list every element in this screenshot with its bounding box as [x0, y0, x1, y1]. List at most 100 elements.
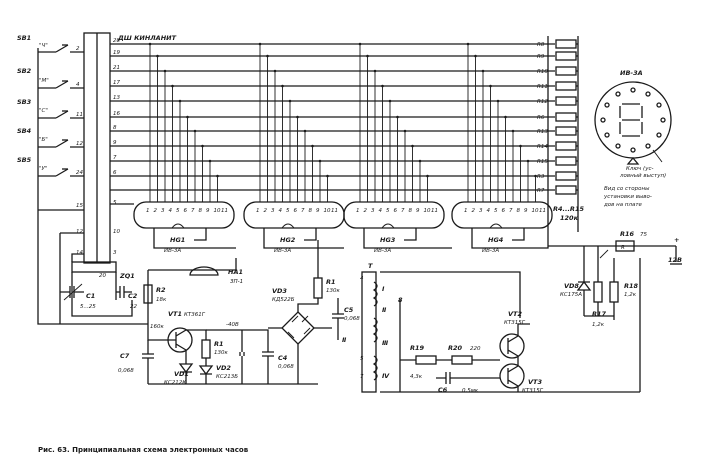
junction-dot	[296, 115, 299, 119]
junction-dot	[216, 174, 219, 178]
tube-envelope	[343, 201, 445, 229]
switch-sb4-ref: SB4	[17, 127, 32, 135]
tube-pin-label: 1	[464, 208, 468, 214]
tube-lead	[471, 228, 525, 241]
ladder-resistor	[555, 141, 577, 151]
junction-dot	[358, 42, 362, 46]
junction-dot	[366, 54, 369, 58]
vd1-ref: VD1	[174, 370, 189, 378]
inset-pin	[615, 143, 621, 149]
v12-label: 12В	[668, 256, 682, 264]
ladder-resistor-ref: R8	[537, 42, 545, 48]
tube-pin-label: 3	[371, 208, 375, 214]
node-5: 5	[360, 356, 364, 362]
tube-inset-note-2: Вид со стороны	[604, 186, 650, 192]
chip-pin-right-8: 7	[113, 155, 117, 161]
junction-dot	[373, 69, 377, 73]
tube-pin-label: 2	[154, 208, 158, 214]
tube-pin-label: 2	[264, 208, 268, 214]
junction-dot	[201, 144, 204, 148]
c6-ref: C6	[438, 386, 448, 394]
r18-ref: R18	[624, 282, 639, 290]
junction-dot	[258, 42, 262, 46]
ladder-resistor	[555, 185, 577, 195]
c2-ref: C2	[128, 292, 138, 300]
vd3-type: КД522Б	[272, 297, 295, 303]
junction-dot	[311, 144, 314, 148]
tube-pin-label: 7	[401, 208, 405, 214]
junction-dot	[388, 99, 392, 103]
junction-dot	[303, 129, 307, 133]
tube-type: ИВ-3А	[482, 248, 499, 254]
switch-sb2: SB2 "М" 4	[17, 67, 84, 89]
tube-pin-label: 8	[409, 208, 413, 214]
junction-dot	[208, 159, 212, 163]
transformer: Ⅰ Ⅱ Ⅲ Ⅳ T 4 5 7	[360, 262, 640, 393]
inset-pin	[645, 91, 651, 97]
tube-ref: HG4	[488, 236, 504, 244]
trans-tap-II: Ⅱ	[382, 306, 387, 314]
junction-dot	[156, 54, 159, 58]
tube-pin-label: 4	[169, 208, 173, 214]
tube-grid	[489, 223, 503, 229]
switch-sb2-ref: SB2	[17, 67, 32, 75]
switch-sb2-key: "М"	[39, 78, 49, 84]
inset-pin	[615, 91, 621, 97]
junction-dot	[186, 115, 189, 119]
junction-dot	[511, 129, 515, 133]
r20-value: 220	[470, 346, 481, 352]
chip-pin-right-0: 28	[113, 38, 120, 44]
inset-pin	[600, 117, 606, 123]
tube-pin-label: 7	[191, 208, 195, 214]
r2-value: 18к	[156, 297, 167, 303]
tube-pin-label: 3	[161, 208, 165, 214]
tube-inset: ИВ-3А Ключ (ус- ловный выступ) Вид со ст…	[594, 69, 672, 208]
junction-dot	[481, 69, 485, 73]
ladder-resistor	[555, 156, 577, 166]
tube-ref: HG1	[170, 236, 185, 244]
junction-dot	[519, 144, 522, 148]
node-4: 4	[360, 276, 364, 282]
ladder-resistor	[555, 66, 577, 76]
switch-sb1-key: "Ч"	[39, 43, 48, 49]
inset-pin	[656, 102, 662, 108]
oscillator: ZQ1 C1 5...25 C2 22	[60, 261, 138, 317]
junction-dot	[496, 99, 500, 103]
c1-value: 5...25	[80, 304, 96, 310]
switch-sb5-ref: SB5	[17, 156, 32, 164]
c4-value: 0,068	[278, 364, 294, 370]
junction-dot	[281, 84, 284, 88]
tube-ref: HG2	[280, 236, 296, 244]
vd8-type: КС175А	[560, 292, 582, 298]
minus-40: -40В	[226, 322, 239, 328]
junction-dot	[266, 54, 269, 58]
tube-lead	[263, 228, 317, 241]
r1-value: 130к	[214, 350, 228, 356]
tube-grid	[171, 223, 185, 229]
chip-pin-right-9: 6	[113, 170, 117, 176]
r16-value: 75	[640, 232, 647, 238]
tube-pin-label: 10	[214, 208, 221, 214]
chip-pin-right-5: 16	[113, 111, 120, 117]
tube-pin-label: 5	[176, 208, 180, 214]
c7-ref: C7	[120, 352, 130, 360]
tube-pin-label: 7	[301, 208, 305, 214]
c5-ref: C5	[344, 306, 354, 314]
switch-sb5-pin: 24	[76, 170, 83, 176]
ladder-resistor	[555, 51, 577, 61]
r17-ref: R17	[592, 310, 607, 318]
junction-dot	[534, 174, 537, 178]
tube-pin-label: 5	[286, 208, 290, 214]
tube-pin-label: 7	[509, 208, 513, 214]
ha1-ref: HA1	[228, 268, 243, 276]
vt3-ref: VT3	[528, 378, 542, 386]
c4-ref: C4	[278, 354, 288, 362]
tube-pin-label: 6	[294, 208, 298, 214]
vt3-type: КТ315Г	[522, 388, 544, 394]
c1-ref: C1	[86, 292, 95, 300]
tube-pin-label: 6	[184, 208, 188, 214]
tube-pin-label: 2	[364, 208, 368, 214]
